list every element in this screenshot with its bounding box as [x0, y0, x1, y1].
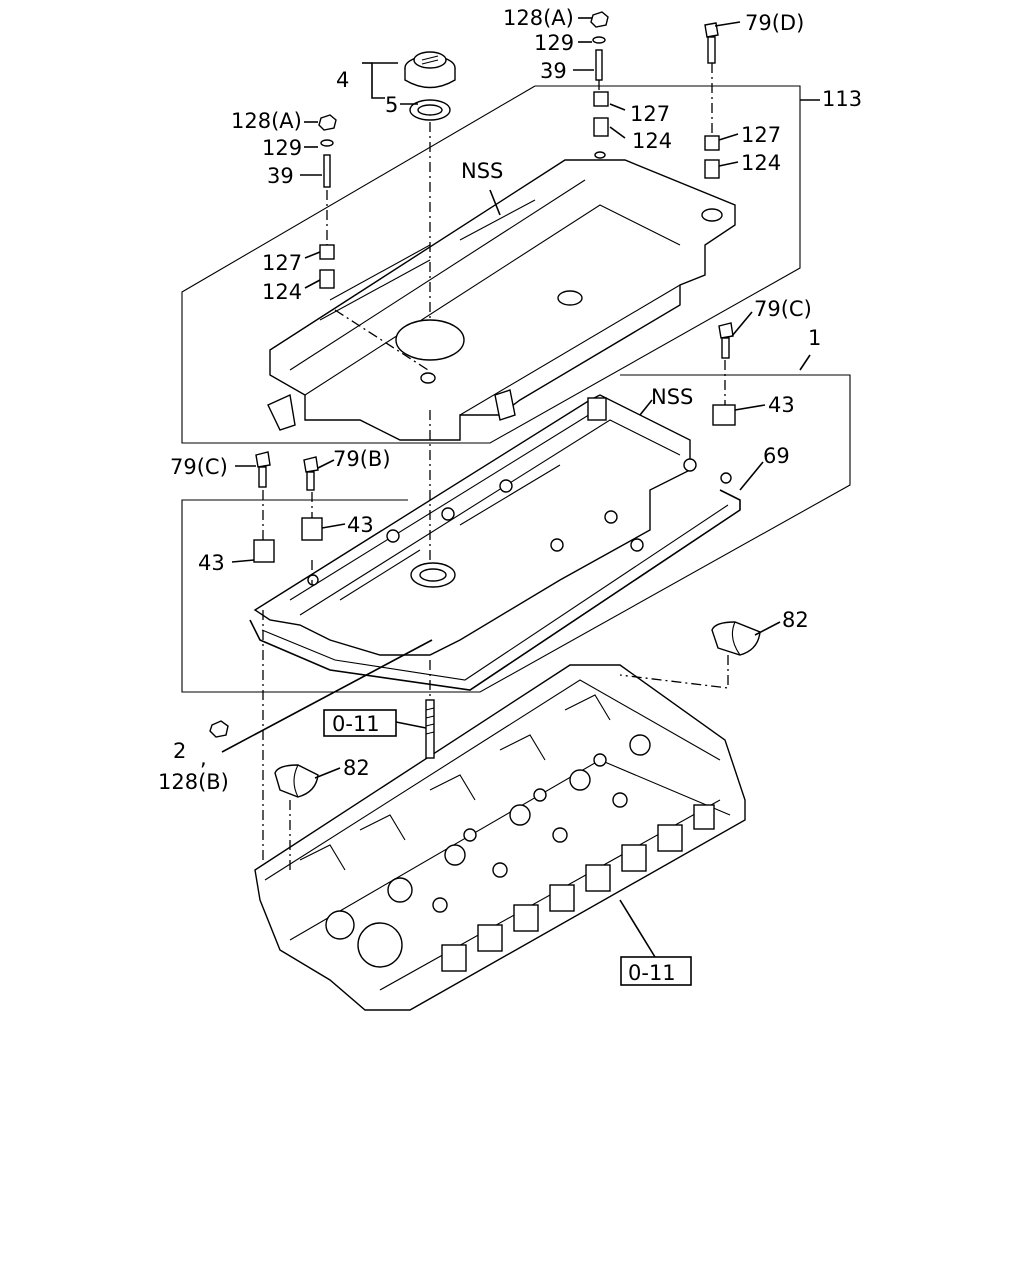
upper-leaders — [300, 17, 820, 371]
label-69: 69 — [763, 444, 790, 468]
label-127-center: 127 — [630, 102, 670, 126]
head-cover-bolts — [253, 322, 736, 563]
label-79b: 79(B) — [333, 447, 391, 471]
label-128a-left: 128(A) — [231, 109, 302, 133]
upper-cover-113 — [181, 85, 801, 444]
label-127-left: 127 — [262, 251, 302, 275]
label-128a-top: 128(A) — [503, 6, 574, 30]
label-4: 4 — [336, 68, 349, 92]
ref-box-upper — [323, 709, 427, 737]
label-79d: 79(D) — [745, 11, 804, 35]
label-127-right: 127 — [741, 123, 781, 147]
ref-label-lower: 0-11 — [628, 961, 676, 985]
label-128b: 128(B) — [158, 770, 229, 794]
label-129-top: 129 — [534, 31, 574, 55]
nut-washer-stud-top — [590, 11, 609, 137]
seal-82-left — [274, 764, 341, 870]
oil-cap-seal — [409, 99, 451, 121]
ref-box-lower — [619, 899, 692, 986]
label-5: 5 — [385, 93, 398, 117]
label-comma: , — [200, 746, 207, 770]
label-43-mid: 43 — [347, 513, 374, 537]
stud-2 — [425, 699, 435, 759]
label-79c-left: 79(C) — [170, 455, 228, 479]
label-nss-mid: NSS — [651, 385, 693, 409]
head-cover-1 — [181, 374, 851, 693]
label-113: 113 — [822, 87, 862, 111]
label-2: 2 — [173, 739, 186, 763]
label-39-left: 39 — [267, 164, 294, 188]
oil-filler-cap — [404, 51, 456, 89]
bolt-79d — [704, 22, 720, 179]
label-1: 1 — [808, 326, 821, 350]
label-124-right: 124 — [741, 151, 781, 175]
label-124-left: 124 — [262, 280, 302, 304]
label-82-left: 82 — [343, 756, 370, 780]
label-nss-top: NSS — [461, 159, 503, 183]
head-cover-leaders — [231, 311, 811, 860]
cylinder-head — [254, 664, 746, 1011]
label-43-right: 43 — [768, 393, 795, 417]
label-79c-right: 79(C) — [754, 297, 812, 321]
label-82-right: 82 — [782, 608, 809, 632]
label-124-center: 124 — [632, 129, 672, 153]
label-39-top: 39 — [540, 59, 567, 83]
ref-label-upper: 0-11 — [332, 712, 380, 736]
nut-washer-stud-left — [318, 114, 337, 289]
label-129-left: 129 — [262, 136, 302, 160]
gasket-69 — [249, 489, 741, 691]
label-43-left: 43 — [198, 551, 225, 575]
seal-82-right — [619, 621, 781, 689]
nut-128b — [209, 639, 433, 753]
